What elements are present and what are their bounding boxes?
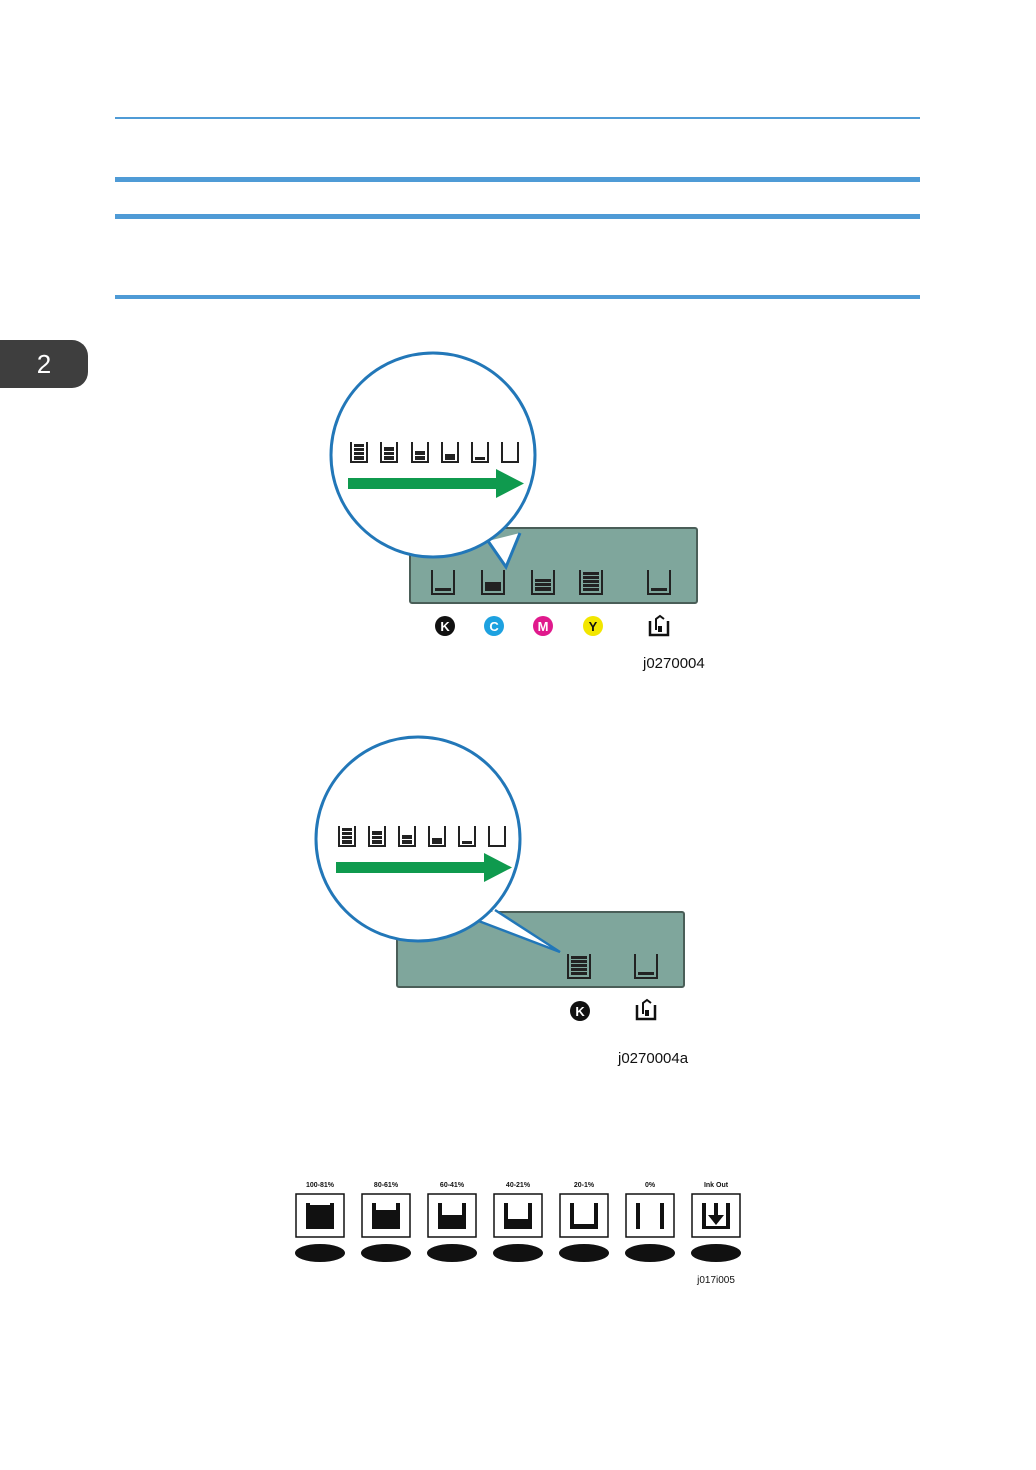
indicator-lamp — [625, 1244, 675, 1262]
ink-level-item: 0% — [625, 1182, 675, 1262]
ink-level-label: 20-1% — [574, 1182, 595, 1189]
header-rule-top — [115, 117, 920, 119]
figure2-caption: j0270004a — [618, 1050, 688, 1067]
ink-level-item: 80-61% — [361, 1182, 411, 1262]
ink-fill-bar — [310, 1205, 330, 1229]
color-indicator-m: M — [533, 616, 553, 636]
chapter-tab: 2 — [0, 340, 88, 388]
svg-text:K: K — [575, 1004, 585, 1019]
ink-level-label: 80-61% — [374, 1182, 399, 1189]
section-rule-1 — [115, 177, 920, 182]
ink-level-item: 20-1% — [559, 1182, 609, 1262]
ink-level-label: 40-21% — [506, 1182, 531, 1189]
panel-tank-y — [580, 570, 602, 594]
ink-level-label: 100-81% — [306, 1182, 335, 1189]
ink-fill-bar — [508, 1219, 528, 1229]
indicator-lamp — [361, 1244, 411, 1262]
svg-text:Y: Y — [589, 619, 598, 634]
ink-level-item: 100-81% — [295, 1182, 345, 1262]
figure3-caption: j017i005 — [696, 1275, 735, 1286]
ink-level-label: 0% — [645, 1182, 656, 1189]
section-rule-2 — [115, 214, 920, 219]
section-rule-3 — [115, 295, 920, 299]
figure1-caption: j0270004 — [643, 655, 705, 672]
color-indicator-y: Y — [583, 616, 603, 636]
color-indicator-k: K — [435, 616, 455, 636]
ink-level-figure-color: K C M Y — [320, 345, 720, 650]
color-indicator-k: K — [570, 1001, 590, 1021]
svg-text:K: K — [440, 619, 450, 634]
ink-fill-bar — [376, 1210, 396, 1229]
ink-level-legend: 100-81%80-61%60-41%40-21%20-1%0%Ink Out … — [290, 1175, 750, 1295]
svg-text:C: C — [489, 619, 499, 634]
ink-level-frame — [626, 1194, 674, 1237]
ink-level-label: Ink Out — [704, 1182, 729, 1189]
ink-level-label: 60-41% — [440, 1182, 465, 1189]
indicator-lamp — [493, 1244, 543, 1262]
svg-text:M: M — [538, 619, 549, 634]
ink-fill-bar — [442, 1215, 462, 1229]
chapter-number: 2 — [37, 349, 51, 380]
ink-level-figure-mono: K — [310, 730, 700, 1025]
ink-level-item: Ink Out — [691, 1182, 741, 1262]
indicator-lamp — [559, 1244, 609, 1262]
indicator-lamp — [427, 1244, 477, 1262]
ink-fill-bar — [574, 1224, 594, 1229]
waste-tank-icon — [650, 616, 668, 635]
waste-tank-icon — [637, 1000, 655, 1019]
indicator-lamp — [295, 1244, 345, 1262]
ink-level-item: 40-21% — [493, 1182, 543, 1262]
panel-tank-k — [568, 954, 590, 978]
indicator-lamp — [691, 1244, 741, 1262]
ink-level-item: 60-41% — [427, 1182, 477, 1262]
ink-level-frame — [494, 1194, 542, 1237]
ink-level-frame — [560, 1194, 608, 1237]
color-indicator-c: C — [484, 616, 504, 636]
ink-out-arrow-icon — [714, 1203, 718, 1217]
